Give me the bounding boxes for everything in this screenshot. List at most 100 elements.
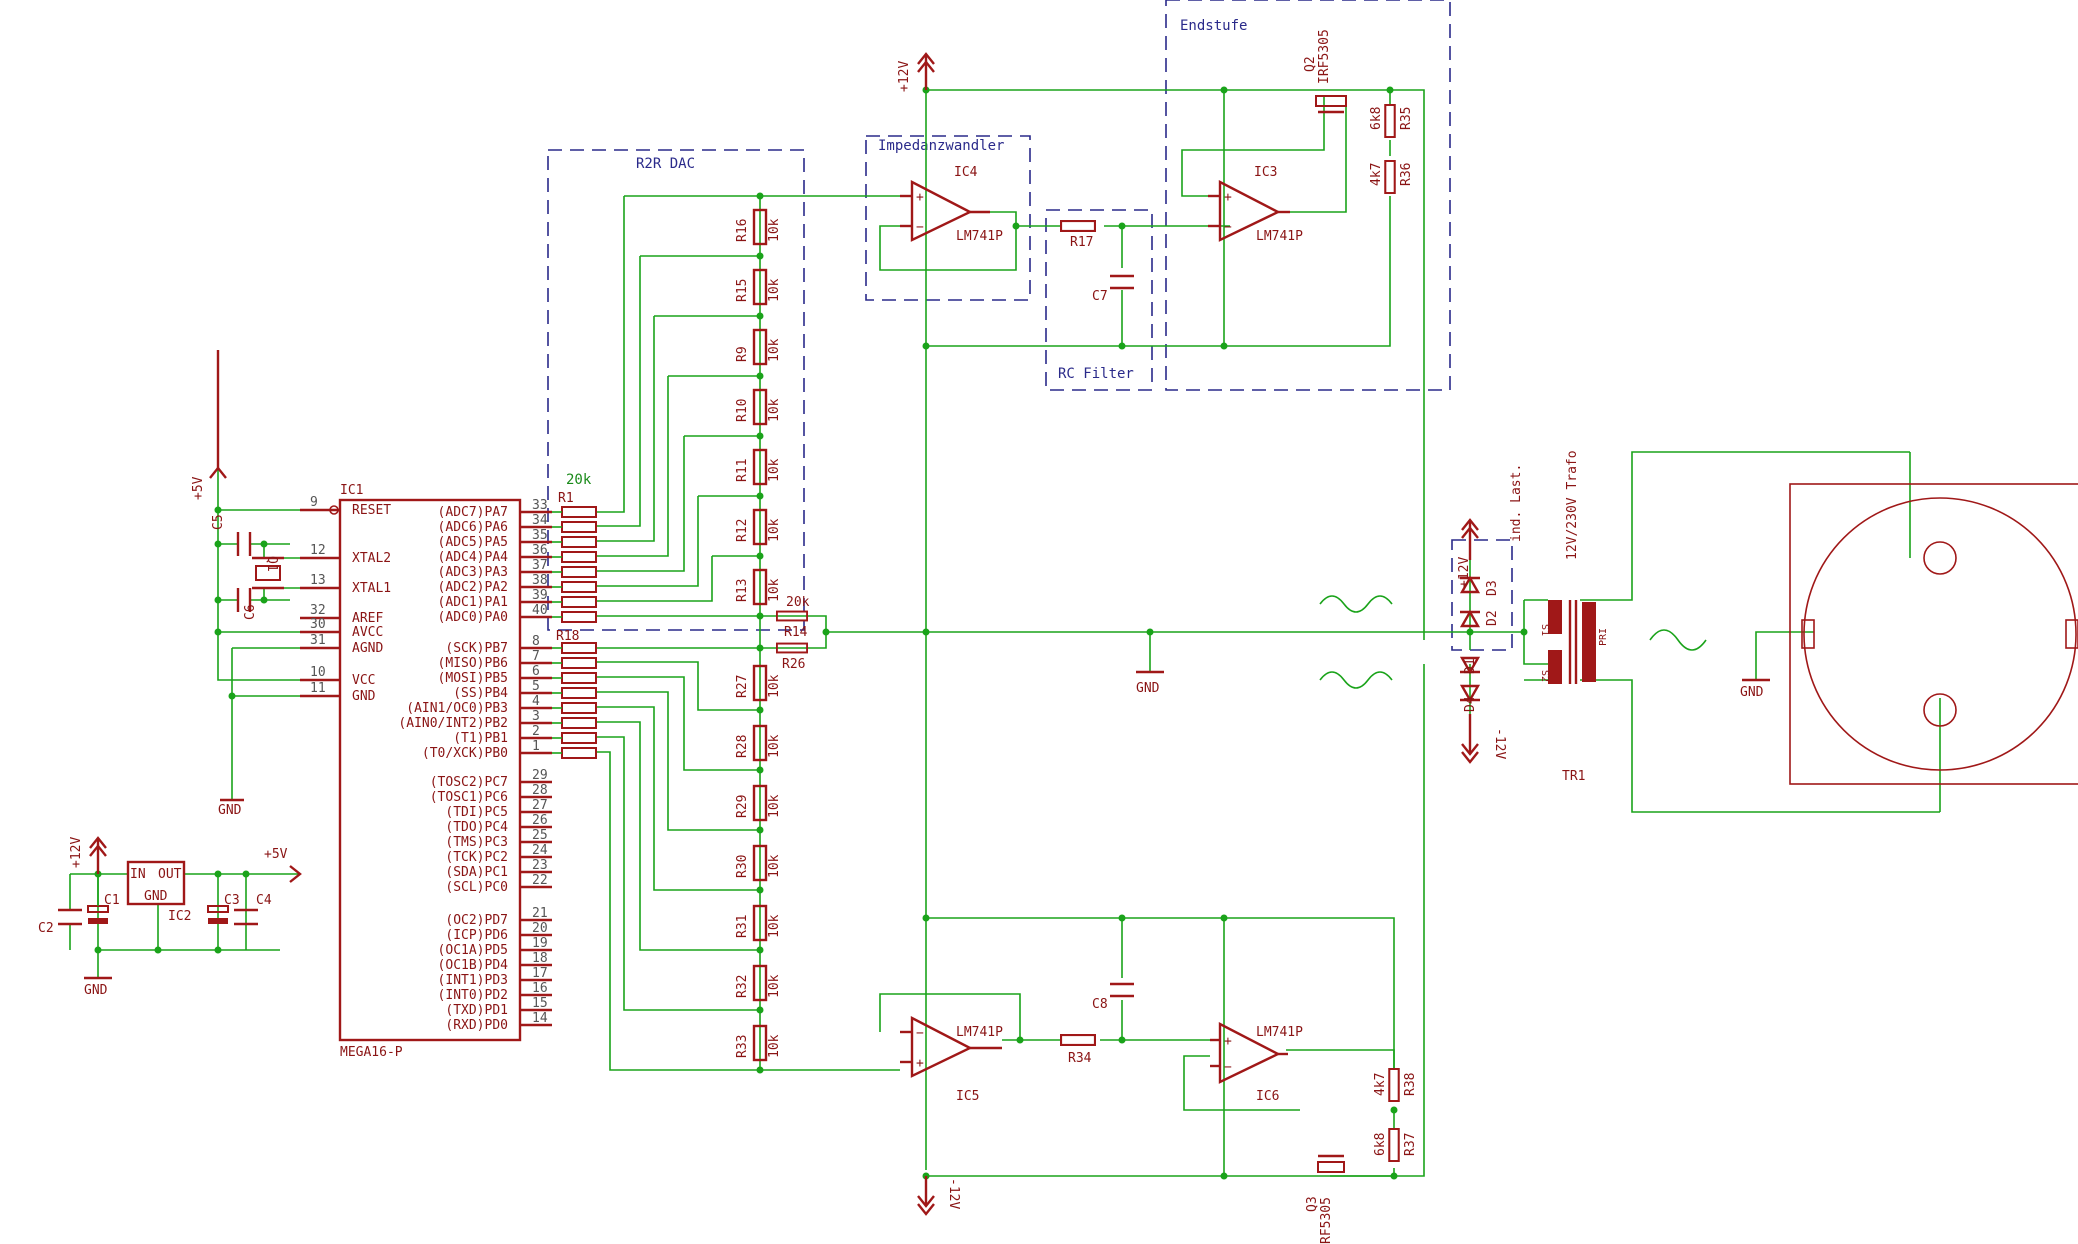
mcu-pin-number: 33	[532, 498, 548, 513]
mcu-pin-label: (AIN0/INT2)PB2	[398, 716, 508, 731]
minus12v-symbol-bottom: -12V	[917, 1176, 961, 1216]
mcu-pin-label: (OC1A)PD5	[438, 943, 508, 958]
ic5-value: LM741P	[956, 1025, 1003, 1040]
mcu-pin-number: 20	[532, 921, 548, 936]
ind-load-label: ind. Last.	[1509, 464, 1524, 542]
plus5v-symbol-psu: +5V	[264, 847, 302, 883]
r34-label: R34	[1068, 1051, 1092, 1066]
mcu-pin-number: 15	[532, 996, 548, 1011]
d1-label: D1	[1463, 658, 1478, 674]
mcu-right-pins: 33(ADC7)PA734(ADC6)PA635(ADC5)PA536(ADC4…	[398, 498, 552, 1033]
sine-wave-icon	[1319, 595, 1707, 689]
ic2-in: IN	[130, 867, 146, 882]
gnd-symbol-mcu: GND	[218, 798, 244, 818]
ladder-resistor-value: 10k	[767, 338, 782, 362]
mcu-pin-label: (SCL)PC0	[445, 880, 508, 895]
mcu-pin-label: (OC2)PD7	[445, 913, 508, 928]
junctions	[94, 86, 1528, 1180]
diode-d3: D3	[1459, 575, 1500, 596]
ladder-resistor-value: 10k	[767, 218, 782, 242]
transformer-tr1: TR1 12V/230V Trafo S1 S2 PRI	[1539, 450, 1609, 784]
ladder-resistor-name: R15	[735, 279, 750, 302]
ladder-resistor	[752, 964, 768, 1002]
mcu-pin-number: 6	[532, 664, 540, 679]
r14-value: 20k	[786, 595, 810, 610]
mcu-pin-label: AVCC	[352, 625, 383, 640]
mcu-pin-number: 23	[532, 858, 548, 873]
mcu-pin-number: 21	[532, 906, 548, 921]
plus12v-symbol-diodes: +12V	[1457, 518, 1479, 588]
diode-d4: D4	[1459, 684, 1481, 712]
array-resistor	[561, 732, 597, 744]
diode-d1: D1	[1459, 656, 1481, 675]
frame-imp-title: Impedanzwandler	[878, 138, 1004, 154]
ladder-resistor-name: R16	[735, 219, 750, 242]
regulator-ic2: IN OUT GND IC2	[126, 860, 191, 924]
frame-rc-filter: RC Filter	[1045, 209, 1153, 391]
mcu-pin-label: (ADC3)PA3	[438, 565, 508, 580]
frame-r2r-title: R2R DAC	[636, 156, 695, 172]
ladder-resistor	[752, 208, 768, 246]
ladder-resistor-value: 10k	[767, 914, 782, 938]
array-resistor	[561, 702, 597, 714]
array-resistor	[561, 596, 597, 608]
mcu-pin-label: (ADC6)PA6	[438, 520, 508, 535]
mcu-pin-number: 14	[532, 1011, 548, 1026]
mcu-pin-number: 1	[532, 739, 540, 754]
mcu-pin-label: (ADC2)PA2	[438, 580, 508, 595]
mcu-pin-label: (ADC7)PA7	[438, 505, 508, 520]
resistor-r35: 6k8 R35	[1369, 104, 1414, 138]
array-resistor	[561, 581, 597, 593]
minus12v-bottom-label: -12V	[946, 1178, 961, 1209]
d4-label: D4	[1463, 696, 1478, 712]
mcu-value: MEGA16-P	[340, 1045, 403, 1060]
svg-text:−: −	[916, 220, 924, 235]
gnd-symbol-socket: GND	[1740, 678, 1770, 700]
plus12v-diodes-label: +12V	[1457, 557, 1472, 588]
mcu-pin-label: VCC	[352, 673, 375, 688]
mcu-pin-number: 7	[532, 649, 540, 664]
plus12v-symbol-psu: +12V	[69, 836, 107, 874]
mcu-pin-label: (ADC5)PA5	[438, 535, 508, 550]
mcu-pin-number: 4	[532, 694, 540, 709]
mcu-pin-label: (SCK)PB7	[445, 641, 508, 656]
svg-text:+: +	[916, 190, 924, 205]
mcu-left-pins: 9RESET12XTAL213XTAL132AREF30AVCC31AGND10…	[300, 495, 391, 704]
mcu-pin-label: (AIN1/OC0)PB3	[406, 701, 508, 716]
q1-label: Q1	[264, 556, 279, 572]
ladder-resistor	[752, 904, 768, 942]
ladder-resistor	[752, 1024, 768, 1062]
mcu-pin-label: (ADC1)PA1	[438, 595, 508, 610]
array-resistor	[561, 687, 597, 699]
capacitor-c7: C7	[1092, 274, 1134, 304]
r35-name: R35	[1399, 107, 1414, 130]
mcu-pin-number: 28	[532, 783, 548, 798]
resistor-r37: 6k8 R37	[1373, 1128, 1418, 1162]
plus5v-symbol-mcu: +5V	[191, 350, 227, 500]
ladder-resistor-name: R11	[735, 459, 750, 482]
mcu-pin-label: (TOSC2)PC7	[430, 775, 508, 790]
r36-name: R36	[1399, 163, 1414, 186]
r18-label: R18	[556, 629, 579, 644]
mcu-pin-label: (SDA)PC1	[445, 865, 508, 880]
c7-label: C7	[1092, 289, 1108, 304]
c1-label: C1	[104, 893, 120, 908]
mcu-pin-number: 17	[532, 966, 548, 981]
r37-value: 6k8	[1373, 1133, 1388, 1156]
gnd-mcu-label: GND	[218, 803, 242, 818]
mosfet-q3: Q3 RF5305	[1305, 1154, 1345, 1244]
d3-label: D3	[1485, 580, 1500, 596]
svg-text:+: +	[1224, 1034, 1232, 1049]
svg-text:−: −	[1224, 220, 1232, 235]
mcu-pin-number: 30	[310, 617, 326, 632]
resistor-r14: 20k R14	[776, 595, 810, 640]
capacitor-c3: C3	[207, 893, 240, 924]
ladder-resistor	[752, 508, 768, 546]
mcu-pin-label: (MISO)PB6	[438, 656, 508, 671]
ladder-resistor-name: R29	[735, 795, 750, 818]
mcu-pin-label: (INT1)PD3	[438, 973, 508, 988]
mcu-pin-number: 8	[532, 634, 540, 649]
mcu-pin-number: 3	[532, 709, 540, 724]
ladder-resistor	[752, 328, 768, 366]
